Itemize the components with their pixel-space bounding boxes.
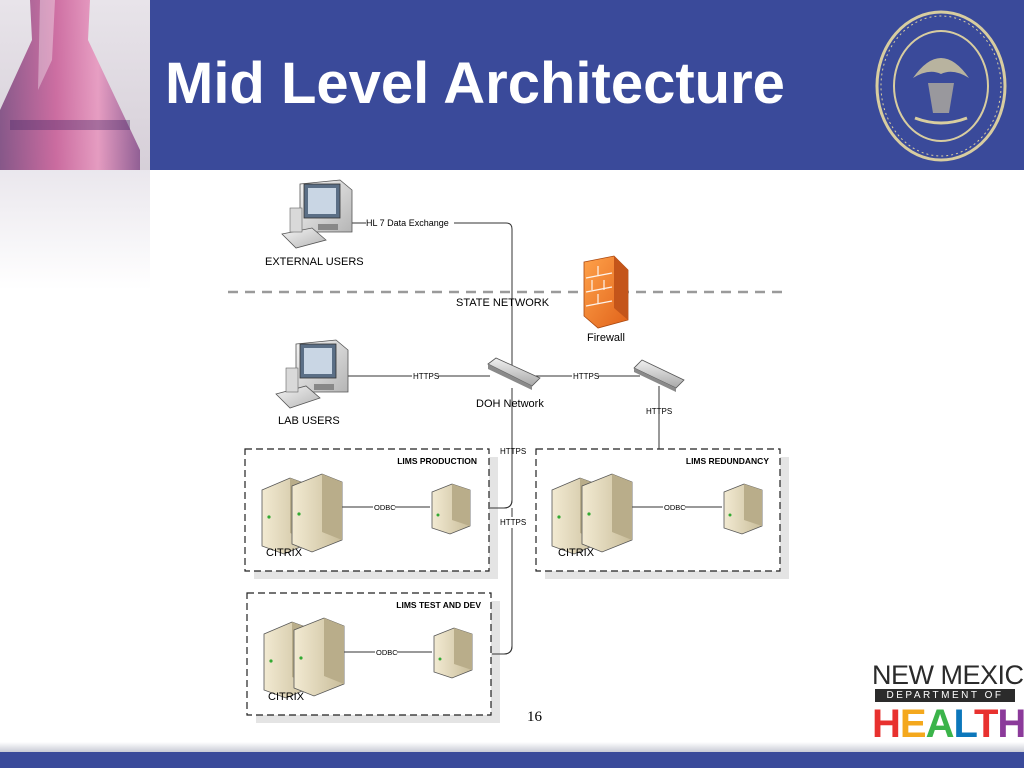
hl7-label: HL 7 Data Exchange — [366, 218, 449, 228]
https-label: HTTPS — [646, 407, 672, 416]
logo-letter: H — [997, 702, 1024, 746]
logo-health-word: HEALTH — [872, 702, 1024, 747]
odbc-label: ODBC — [376, 648, 398, 657]
hl7-connection — [350, 222, 513, 365]
citrix-server-icon — [261, 473, 343, 555]
https-label: HTTPS — [413, 372, 439, 381]
database-server-icon — [723, 483, 763, 535]
flask-image — [0, 0, 150, 170]
doh-network-switch-icon — [487, 357, 541, 390]
citrix-label: CITRIX — [268, 691, 305, 703]
external-users-computer-icon — [281, 179, 353, 249]
logo-letter: A — [925, 702, 955, 746]
footer-band — [0, 752, 1024, 768]
state-seal-icon — [875, 10, 1007, 162]
lab-users-label: LAB USERS — [278, 415, 340, 427]
zone-title: LIMS TEST AND DEV — [396, 600, 481, 610]
header-band — [0, 0, 1024, 170]
database-server-icon — [431, 483, 471, 535]
perimeter-switch-icon — [633, 359, 685, 392]
logo-letter: T — [973, 702, 998, 746]
logo-letter: E — [899, 702, 927, 746]
https-label: HTTPS — [573, 372, 599, 381]
citrix-server-icon — [551, 473, 633, 555]
lab-users-computer-icon — [275, 339, 349, 409]
https-label: HTTPS — [500, 447, 526, 456]
footer-fade — [0, 742, 1024, 752]
citrix-label: CITRIX — [558, 547, 595, 559]
firewall-label: Firewall — [587, 332, 625, 344]
citrix-server-icon — [263, 617, 345, 699]
citrix-label: CITRIX — [266, 547, 303, 559]
logo-line2: DEPARTMENT OF — [875, 689, 1015, 702]
odbc-label: ODBC — [664, 503, 686, 512]
state-network-label: STATE NETWORK — [456, 297, 550, 309]
logo-letter: H — [872, 702, 901, 746]
page-number: 16 — [527, 709, 542, 725]
logo-letter: L — [953, 702, 974, 746]
odbc-label: ODBC — [374, 503, 396, 512]
slide-title: Mid Level Architecture — [165, 51, 785, 116]
flask-reflection — [0, 170, 150, 290]
logo-line1: NEW MEXICO — [872, 660, 1024, 690]
zone-title: LIMS PRODUCTION — [397, 456, 477, 466]
database-server-icon — [433, 627, 473, 679]
external-users-label: EXTERNAL USERS — [265, 256, 364, 268]
zone-title: LIMS REDUNDANCY — [686, 456, 769, 466]
https-label: HTTPS — [500, 518, 526, 527]
nm-health-logo: NEW MEXICO DEPARTMENT OF HEALTH — [872, 660, 1024, 746]
doh-network-label: DOH Network — [476, 398, 544, 410]
firewall-icon — [583, 255, 629, 329]
